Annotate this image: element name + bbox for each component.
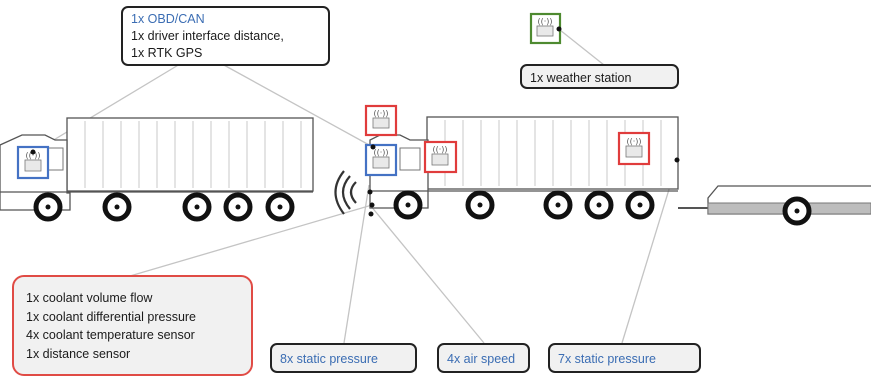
vehicle-sensors-callout: 1x OBD/CAN 1x driver interface distance,… [121,6,330,66]
wheel-icon [782,196,812,226]
callout-label: 7x static pressure [558,352,656,366]
wheel-icon [465,190,495,220]
sensor-wireless-icon: ((·)) [16,145,50,180]
connector-line [369,204,485,344]
callout-label: 1x weather station [530,71,632,85]
callout-line: 1x driver interface distance, [131,29,284,43]
callout-label: 8x static pressure [280,352,378,366]
second-truck [369,116,710,209]
svg-text:((·)): ((·)) [626,137,641,146]
svg-text:((·)): ((·)) [432,145,447,154]
weather-station-callout: 1x weather station [520,64,679,89]
callout-line: 1x RTK GPS [131,46,203,60]
svg-text:((·)): ((·)) [25,151,40,160]
connector-line [129,204,373,277]
callout-label: 4x air speed [447,352,516,366]
wheel-icon [265,192,295,222]
callout-line: 1x OBD/CAN [131,12,205,26]
callout-line: 1x distance sensor [26,346,131,361]
svg-text:((·)): ((·)) [373,109,388,118]
wheel-icon [393,190,423,220]
coolant-sensors-callout: 1x coolant volume flow 1x coolant differ… [12,275,253,376]
connector-line [36,63,181,151]
wheel-icon [223,192,253,222]
static-pressure-8-callout: 8x static pressure [270,343,417,373]
callout-line: 1x coolant differential pressure [26,309,197,324]
callout-line: 4x coolant temperature sensor [26,328,195,342]
sensor-wireless-icon: ((·)) [364,104,398,137]
connector-line [221,63,372,147]
wheels [33,190,812,226]
wheel-icon [33,192,63,222]
sensor-wireless-icon: ((·)) [364,143,398,177]
trailer-ribs [84,121,302,188]
wheel-icon [182,192,212,222]
wheel-icon [102,192,132,222]
wheel-icon [584,190,614,220]
lead-trailer-box [66,117,314,192]
sensor-wireless-icon: ((·)) [617,131,651,166]
svg-text:((·)): ((·)) [373,148,388,157]
connector-line [343,184,370,344]
sensor-points [30,26,680,217]
callout-line: 1x coolant volume flow [26,291,153,305]
wheel-icon [543,190,573,220]
connector-line [559,29,605,66]
radar-wave-icon [334,170,357,215]
wheel-icon [625,190,655,220]
svg-text:((·)): ((·)) [537,17,552,26]
sensor-wireless-icon: ((·)) [529,12,562,45]
air-speed-callout: 4x air speed [437,343,530,373]
sensor-wireless-icon: ((·)) [423,140,458,174]
static-pressure-7-callout: 7x static pressure [548,343,701,373]
